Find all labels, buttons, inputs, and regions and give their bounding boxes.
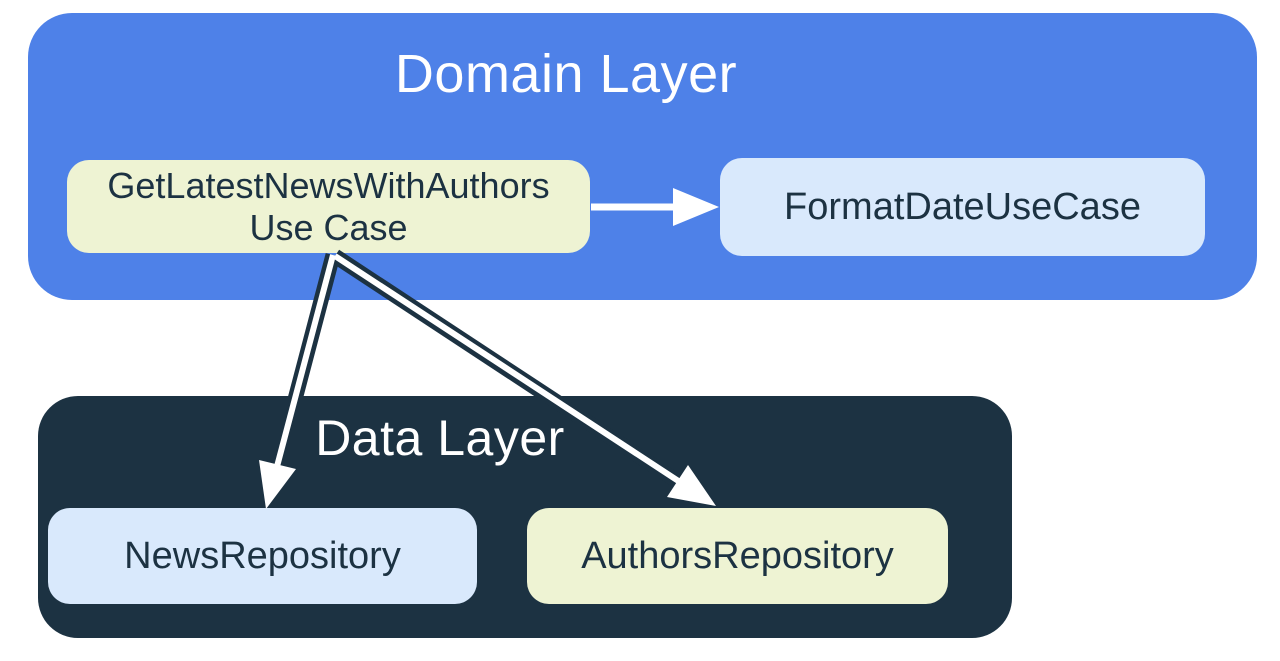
node-news-repository-label: NewsRepository: [124, 534, 401, 577]
node-get-latest-news-label-line2: Use Case: [249, 206, 408, 248]
data-layer-title: Data Layer: [315, 410, 565, 466]
node-authors-repository-label: AuthorsRepository: [581, 534, 894, 577]
node-get-latest-news-label-line1: GetLatestNewsWithAuthors: [107, 164, 550, 206]
node-get-latest-news-use-case: GetLatestNewsWithAuthors Use Case: [67, 160, 590, 253]
node-format-date-label: FormatDateUseCase: [784, 185, 1141, 228]
node-format-date-use-case: FormatDateUseCase: [720, 158, 1205, 256]
domain-layer-title: Domain Layer: [394, 44, 738, 104]
node-news-repository: NewsRepository: [48, 508, 477, 604]
node-authors-repository: AuthorsRepository: [527, 508, 948, 604]
